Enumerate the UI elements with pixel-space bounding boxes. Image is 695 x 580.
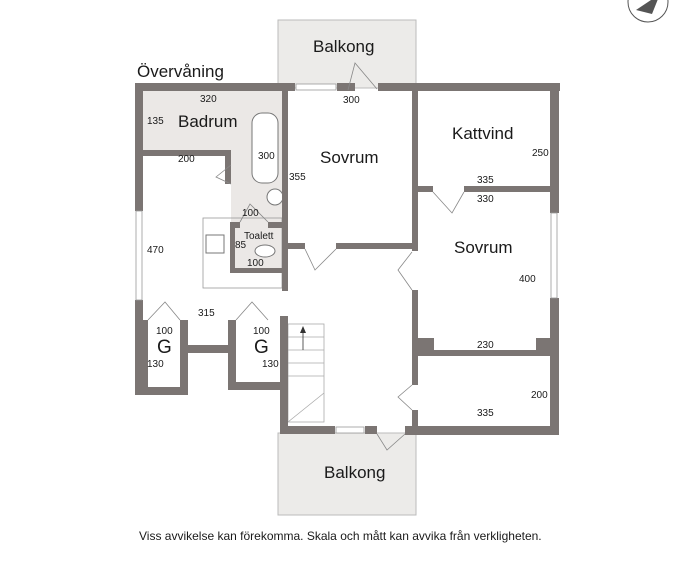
- dimension-label: 230: [477, 340, 494, 351]
- dimension-label: 135: [147, 116, 164, 127]
- toilet-icon: [254, 244, 276, 258]
- dimension-label: 130: [262, 359, 279, 370]
- room-label-sovrum-1: Sovrum: [320, 148, 379, 167]
- room-label-closet-1: G: [157, 337, 172, 358]
- sink-icon: [205, 234, 225, 254]
- dimension-label: 335: [477, 175, 494, 186]
- dimension-label: 335: [477, 408, 494, 419]
- dimension-label: 330: [477, 194, 494, 205]
- dimension-label: 315: [198, 308, 215, 319]
- room-label-toalett: Toalett: [244, 231, 274, 242]
- dimension-label: 400: [519, 274, 536, 285]
- dimension-label: 100: [242, 208, 259, 219]
- balcony-bottom: [277, 432, 417, 516]
- room-label-kattvind: Kattvind: [452, 124, 514, 143]
- dimension-label: 200: [531, 390, 548, 401]
- washbasin-icon: [266, 188, 284, 206]
- room-label-balkong-top: Balkong: [313, 37, 375, 56]
- dimension-label: 355: [289, 172, 306, 183]
- room-label-closet-2: G: [254, 337, 269, 358]
- floor-title: Övervåning: [137, 62, 224, 81]
- dimension-label: 470: [147, 245, 164, 256]
- staircase: [287, 323, 325, 423]
- dimension-label: 100: [156, 326, 173, 337]
- doors: [147, 62, 465, 451]
- dimension-label: 85: [235, 240, 247, 251]
- dimension-label: 200: [178, 154, 195, 165]
- dimension-label: 300: [343, 95, 360, 106]
- dimension-label: 320: [200, 94, 217, 105]
- room-label-badrum: Badrum: [178, 112, 238, 131]
- dimension-label: 100: [247, 258, 264, 269]
- disclaimer-text: Viss avvikelse kan förekomma. Skala och …: [139, 529, 542, 543]
- dimension-label: 130: [147, 359, 164, 370]
- windows: [135, 83, 558, 434]
- dimension-label: 100: [253, 326, 270, 337]
- dimension-label: 300: [258, 151, 275, 162]
- dimension-label: 250: [532, 148, 549, 159]
- bathtub-icon: [251, 112, 279, 184]
- room-label-balkong-bottom: Balkong: [324, 463, 386, 482]
- room-label-sovrum-2: Sovrum: [454, 238, 513, 257]
- compass-icon: [627, 0, 669, 23]
